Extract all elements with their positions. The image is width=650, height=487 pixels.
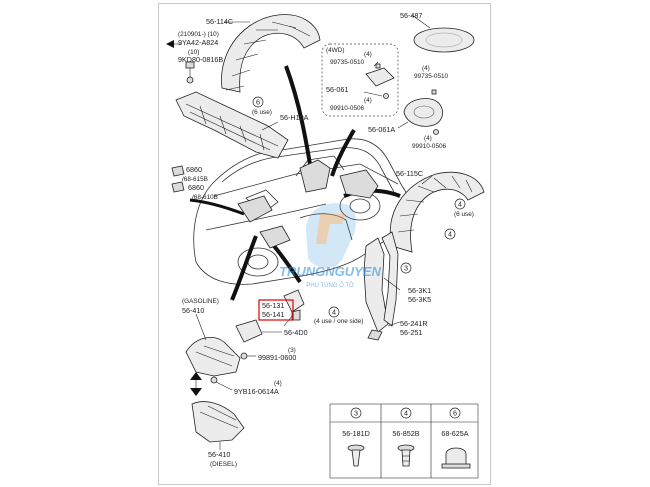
vehicle-internal-parts: [237, 159, 379, 249]
label-56-251: 56-251: [400, 328, 422, 337]
label-56-410-diesel: 56-410: [208, 450, 230, 459]
label-qty-10: (10): [188, 49, 199, 56]
label-56-141: 56-141: [262, 310, 284, 319]
callout-circles: 6 3 4 4 4: [252, 96, 466, 318]
label-56-4d0: 56-4D0: [284, 328, 308, 337]
table-part-68-625a: 68-625A: [441, 429, 468, 438]
clip-99891: [240, 352, 256, 360]
callout-4-right: 4: [448, 230, 452, 239]
label-56-h10a: 56-H10A: [280, 113, 309, 122]
label-56-487: 56-487: [400, 11, 422, 20]
direction-arrows: [190, 372, 233, 396]
label-qty-4-b: (4): [364, 97, 372, 104]
callout-4-top: 4: [458, 200, 462, 209]
label-diesel: (DIESEL): [210, 461, 237, 468]
diagram-border: [158, 3, 491, 485]
insulator-pad-56-487: [411, 14, 475, 53]
label-6use-2: (6 use): [454, 211, 474, 218]
ref-arrow: [166, 40, 174, 48]
callout-3: 3: [404, 264, 408, 273]
cowl-panel-56-h10a: [175, 91, 289, 159]
fender-liner-56-114c: [221, 14, 321, 93]
label-99910-a: 99910-0506: [330, 105, 365, 112]
clip-56-181d: [347, 444, 365, 467]
label-56-131: 56-131: [262, 301, 284, 310]
clip-9kd80: [185, 61, 195, 84]
label-4use-one-side: (4 use / one side): [314, 318, 363, 325]
highlight-box: [258, 299, 294, 321]
watermark-brand: TRUNGNGUYEN: [279, 264, 381, 279]
table-part-56-852b: 56-852B: [392, 429, 419, 438]
label-99735-a: 99735-0510: [330, 59, 365, 66]
label-qty-4-d: (4): [424, 135, 432, 142]
label-56-241r: 56-241R: [400, 319, 428, 328]
label-56-061a: 56-061A: [368, 125, 395, 134]
fastener-table-text: 3 4 6 56-181D 56-852B 68-625A: [342, 407, 469, 438]
label-4wd: (4WD): [326, 47, 344, 54]
group-4wd: [321, 43, 399, 117]
label-68-610b: /68-610B: [192, 194, 218, 201]
label-qty-3: (3): [288, 347, 296, 354]
clip-68-625a: [441, 447, 471, 469]
label-gasoline: (GASOLINE): [182, 298, 219, 305]
strip-56-241r: [381, 231, 399, 327]
label-99891: 99891-0600: [258, 353, 296, 362]
label-6use: (6 use): [252, 109, 272, 116]
label-56-114c: 56-114C: [206, 17, 233, 26]
table-header-3: 3: [354, 409, 358, 418]
label-6860-b: 6860: [188, 183, 204, 192]
label-qty-4-c: (4): [422, 65, 430, 72]
label-99910-b: 99910-0506: [412, 143, 447, 150]
label-56-3k1: 56-3K1: [408, 286, 431, 295]
watermark: TRUNGNGUYEN PHỤ TÙNG Ô TÔ: [279, 203, 382, 289]
emblem-parts: [171, 165, 185, 193]
cover-56-410-gasoline: [185, 313, 241, 377]
table-header-6: 6: [453, 409, 457, 418]
cover-56-410-diesel: [191, 401, 245, 450]
bracket-56-131: [283, 289, 305, 321]
strip-56-3k1: [363, 237, 389, 341]
label-qty-4-e: (4): [274, 380, 282, 387]
label-56-3k5: 56-3K5: [408, 295, 431, 304]
label-qty-4-a: (4): [364, 51, 372, 58]
label-210901: (210901-) (10): [178, 31, 219, 38]
callout-6: 6: [256, 98, 260, 107]
table-part-56-181d: 56-181D: [342, 429, 370, 438]
clip-56-852b: [397, 444, 415, 467]
label-68-615b: /68-615B: [182, 176, 208, 183]
label-99735-b: 99735-0510: [414, 73, 449, 80]
label-56-410-gasoline: 56-410: [182, 306, 204, 315]
label-6860-a: 6860: [186, 165, 202, 174]
label-56-061: 56-061: [326, 85, 348, 94]
watermark-tagline: PHỤ TÙNG Ô TÔ: [306, 282, 354, 289]
fastener-table: [329, 403, 479, 479]
bracket-56-4d0: [235, 319, 282, 343]
table-header-4: 4: [404, 409, 408, 418]
label-9kd80: 9KD80-0816B: [178, 55, 223, 64]
rear-liner-56-115c: [389, 171, 485, 253]
label-9ya42: 9YA42-A824: [178, 38, 218, 47]
label-9yb16: 9YB16-0614A: [234, 387, 279, 396]
pad-56-061a: [397, 89, 443, 135]
callout-4-mid: 4: [332, 308, 336, 317]
part-labels: 56-114C (210901-) (10) 9YA42-A824 (10) 9…: [178, 11, 474, 468]
label-56-115c: 56-115C: [396, 169, 423, 178]
